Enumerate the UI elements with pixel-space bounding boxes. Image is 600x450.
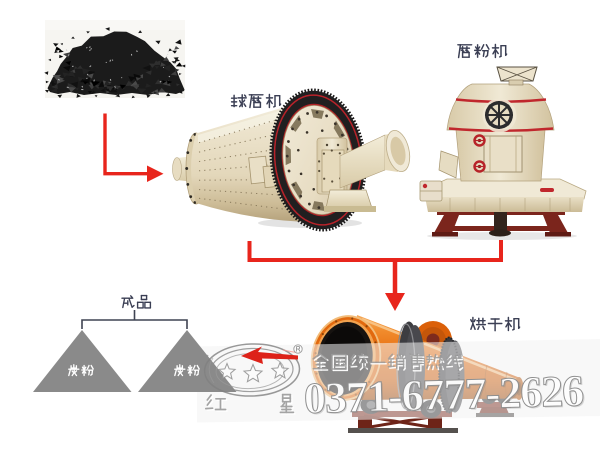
svg-text:0371-6777-2626: 0371-6777-2626 xyxy=(305,368,586,425)
svg-text:0371-6777-2626: 0371-6777-2626 xyxy=(303,366,584,423)
